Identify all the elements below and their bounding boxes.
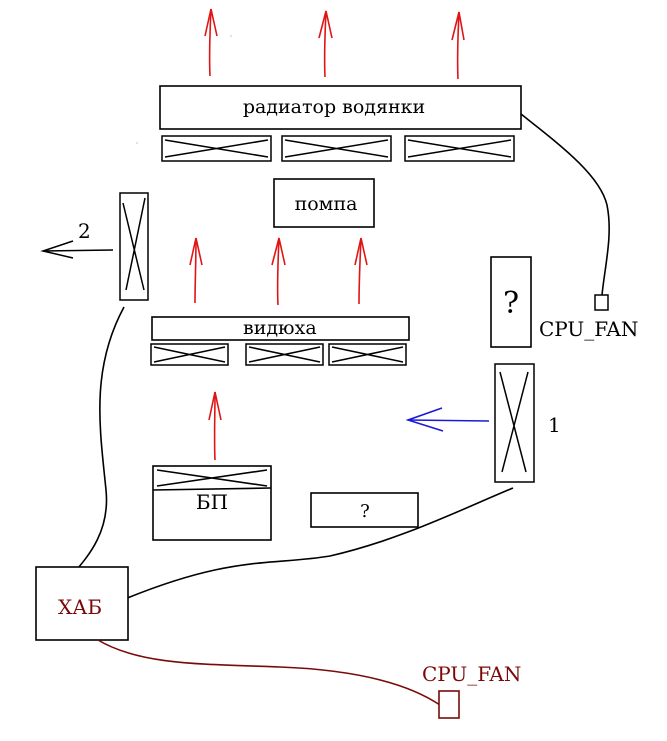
fan-icon xyxy=(404,135,515,162)
red-arrow xyxy=(354,237,368,305)
unknown-wide-label: ? xyxy=(360,501,370,522)
psu-exhaust-arrow xyxy=(208,391,222,461)
cpu-fan-connector-top xyxy=(594,294,609,311)
fan-1 xyxy=(494,363,535,483)
pump-label: помпа xyxy=(295,193,358,215)
radiator-box xyxy=(159,85,522,130)
radiator-fan-cable xyxy=(520,113,610,296)
gpu-fans xyxy=(150,343,407,366)
gpu-box xyxy=(151,316,410,341)
radiator-fans xyxy=(161,135,515,162)
fan-icon xyxy=(245,343,324,366)
fan-icon xyxy=(281,135,392,162)
fan-1-label: 1 xyxy=(548,413,561,437)
hub-box xyxy=(35,566,129,641)
red-arrow xyxy=(189,237,203,304)
red-arrow xyxy=(204,8,218,77)
red-arrow xyxy=(271,237,286,306)
speck xyxy=(136,142,138,144)
fan-icon xyxy=(161,135,272,162)
cpu-fan-connector-bottom xyxy=(438,690,460,719)
unknown-wide-box xyxy=(310,492,419,528)
red-arrow xyxy=(318,10,333,78)
radiator-label: радиатор водянки xyxy=(243,96,425,118)
radiator-exhaust-arrows xyxy=(204,8,465,80)
fan-icon xyxy=(328,343,407,366)
unknown-tall-label: ? xyxy=(503,286,519,321)
fan-1-cable xyxy=(112,487,514,605)
gpu-exhaust-arrows xyxy=(189,237,368,306)
speck xyxy=(230,35,232,37)
gpu-label: видюха xyxy=(243,317,317,339)
psu xyxy=(152,465,272,541)
fan-2 xyxy=(119,192,149,301)
fan-1-airflow-arrow xyxy=(405,407,490,432)
cpu-fan-label-top: CPU_FAN xyxy=(539,317,638,341)
cpu-fan-label-bottom: CPU_FAN xyxy=(422,662,521,686)
red-arrow xyxy=(451,11,465,80)
fan-2-airflow-arrow xyxy=(40,240,114,259)
fan-2-label: 2 xyxy=(78,219,91,243)
hub-label: ХАБ xyxy=(58,595,102,619)
psu-label: БП xyxy=(196,490,228,514)
hub-cpu-fan-cable xyxy=(97,639,441,706)
pump-box xyxy=(273,178,375,228)
unknown-tall-box xyxy=(490,256,532,348)
fan-2-cable xyxy=(70,306,125,577)
fan-icon xyxy=(150,343,229,366)
